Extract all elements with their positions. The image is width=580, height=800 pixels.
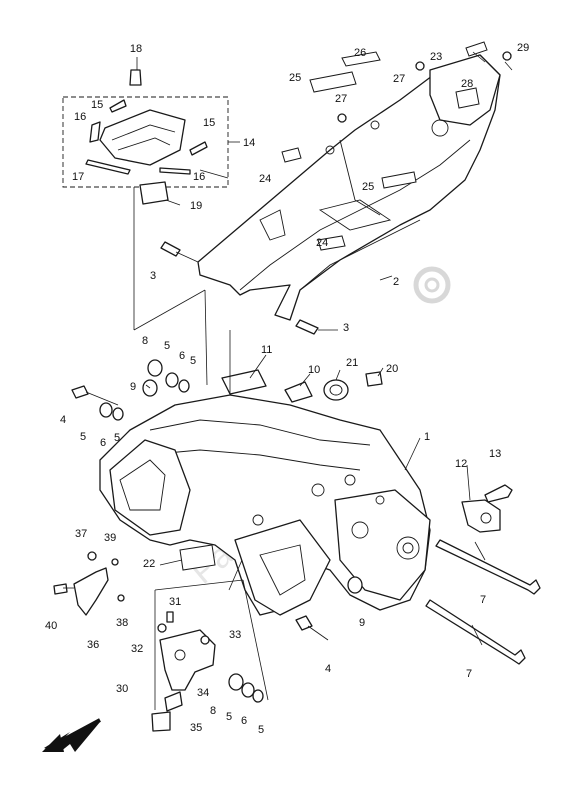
callout-7-b: 7: [466, 668, 472, 680]
callout-3-b: 3: [343, 322, 349, 334]
callout-5-f: 5: [258, 724, 264, 736]
callout-16-a: 16: [74, 111, 86, 123]
callout-8-a: 8: [142, 335, 148, 347]
callout-22: 22: [143, 558, 155, 570]
sub-assembly-14: [85, 69, 208, 205]
callout-26: 26: [354, 47, 366, 59]
callout-27-a: 27: [393, 73, 405, 85]
callout-33: 33: [229, 629, 241, 641]
callout-36: 36: [87, 639, 99, 651]
callout-29: 29: [517, 42, 529, 54]
callout-4-a: 4: [60, 414, 66, 426]
callout-12: 12: [455, 458, 467, 470]
callout-25-b: 25: [362, 181, 374, 193]
callout-28: 28: [461, 78, 473, 90]
sticker-22: [179, 544, 216, 571]
nut-27-a: [415, 61, 425, 71]
sticker-28: [455, 87, 480, 109]
cover-10: [284, 381, 313, 403]
callout-11: 11: [261, 344, 272, 356]
callout-18: 18: [130, 43, 142, 55]
bracket-12: [461, 499, 501, 533]
collar-6-c: [252, 689, 264, 703]
callout-24-b: 24: [316, 237, 328, 249]
collar-8-b: [228, 673, 244, 691]
callout-40: 40: [45, 620, 57, 632]
callout-14: 14: [243, 137, 255, 149]
callout-2: 2: [393, 276, 399, 288]
bolt-13: [484, 484, 513, 503]
callout-5-e: 5: [226, 711, 232, 723]
collar-8-a: [147, 359, 163, 377]
callout-15-a: 15: [91, 99, 103, 111]
callout-9-b: 9: [359, 617, 365, 629]
bolt-3-left: [160, 241, 199, 263]
sticker-26: [341, 51, 381, 67]
callout-4-b: 4: [325, 663, 331, 675]
callout-30: 30: [116, 683, 128, 695]
callout-32: 32: [131, 643, 143, 655]
gear-icon: [413, 266, 451, 304]
callout-34: 34: [197, 687, 209, 699]
callout-13: 13: [489, 448, 501, 460]
callout-1: 1: [424, 431, 430, 443]
callout-25-a: 25: [289, 72, 301, 84]
callout-6-c: 6: [241, 715, 247, 727]
callout-17: 17: [72, 171, 84, 183]
callout-5-b: 5: [190, 355, 196, 367]
cover-11: [221, 369, 267, 395]
callout-38: 38: [116, 617, 128, 629]
callout-labels: 18 15 16 15 14 17 16 19 3 25 26 23 29 27…: [45, 42, 529, 736]
callout-5-d: 5: [114, 432, 120, 444]
collar-5-b: [165, 372, 179, 388]
sticker-25-a: [309, 71, 357, 93]
callout-16-b: 16: [193, 171, 205, 183]
callout-31: 31: [169, 596, 181, 608]
sticker-24-a: [281, 147, 302, 163]
callout-35: 35: [190, 722, 202, 734]
callout-15-b: 15: [203, 117, 215, 129]
callout-3-a: 3: [150, 270, 156, 282]
callout-6-b: 6: [100, 437, 106, 449]
callout-39: 39: [104, 532, 116, 544]
sticker-24-b: [317, 235, 346, 251]
callout-19: 19: [190, 200, 202, 212]
collar-9-b: [347, 576, 363, 594]
main-frame: [99, 394, 431, 616]
callout-9-a: 9: [130, 381, 136, 393]
bolt-4-left: [71, 385, 119, 406]
nut-27-b: [337, 113, 347, 123]
callout-24-a: 24: [259, 173, 271, 185]
callout-5-c: 5: [80, 431, 86, 443]
front-direction-arrow-icon: [42, 718, 101, 752]
bracket-assembly-30: [151, 611, 216, 732]
callout-21: 21: [346, 357, 358, 369]
leader-lines: [63, 51, 513, 710]
nut-29: [502, 51, 512, 61]
callout-23: 23: [430, 51, 442, 63]
bolt-4-bottom: [295, 615, 329, 641]
callout-10: 10: [308, 364, 320, 376]
callout-5-a: 5: [164, 340, 170, 352]
bolt-3-right: [295, 319, 338, 335]
bracket-assembly-36: [53, 551, 125, 616]
callout-8-b: 8: [210, 705, 216, 717]
rear-subframe: [197, 54, 501, 321]
callout-6-a: 6: [179, 350, 185, 362]
collar-5-a: [99, 402, 113, 418]
collar-6-b: [178, 379, 190, 393]
grommet-21: [323, 379, 349, 401]
callout-7-a: 7: [480, 594, 486, 606]
callout-27-b: 27: [335, 93, 347, 105]
callout-37: 37: [75, 528, 87, 540]
collar-6-a: [112, 407, 124, 421]
sticker-23: [465, 41, 488, 57]
callout-20: 20: [386, 363, 398, 375]
collar-5-c: [241, 682, 255, 698]
sticker-25-b: [381, 171, 417, 189]
